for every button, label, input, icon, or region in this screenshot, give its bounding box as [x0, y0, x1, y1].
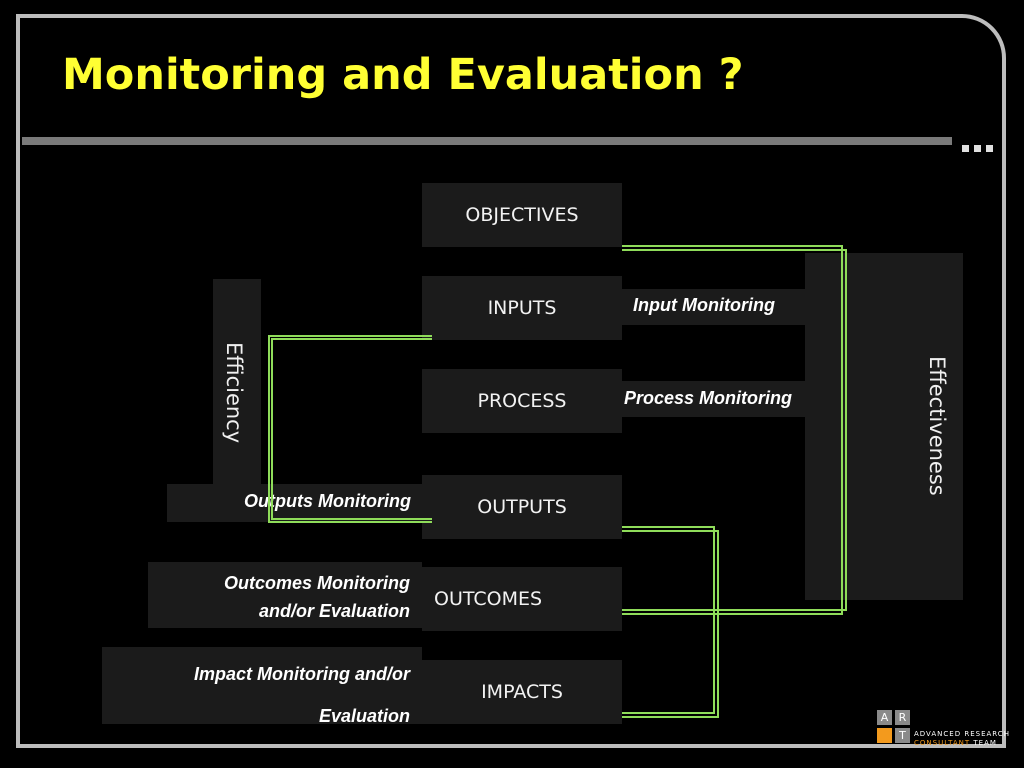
effectiveness-label: Effectiveness: [925, 356, 949, 496]
title-divider: [22, 137, 952, 145]
divider-dots: [962, 137, 998, 156]
logo-tile-a: A: [877, 710, 892, 725]
outcomes-monitoring-line2: and/or Evaluation: [258, 601, 410, 621]
effectiveness-connector: [622, 245, 843, 615]
impacts-box: IMPACTS: [422, 660, 622, 724]
effectiveness-bar: [805, 253, 963, 600]
logo-tile-orange: [877, 728, 892, 743]
outputs-monitoring-label: Outputs Monitoring: [167, 484, 423, 522]
logo-line2-rest: TEAM: [970, 739, 997, 747]
outcomes-monitoring-label: Outcomes Monitoring and/or Evaluation: [148, 562, 422, 628]
impact-monitoring-line2: Evaluation: [318, 706, 410, 726]
slide-frame: [16, 14, 1006, 748]
logo-line2: CONSULTANT TEAM: [914, 739, 1010, 748]
impact-monitoring-label: Impact Monitoring and/or Evaluation: [102, 647, 422, 726]
inputs-box: INPUTS: [422, 276, 622, 340]
logo-line1: ADVANCED RESEARCH: [914, 730, 1010, 738]
outputs-box: OUTPUTS: [422, 475, 622, 539]
outputs-impacts-connector: [622, 526, 715, 714]
input-monitoring-label: Input Monitoring: [622, 289, 818, 325]
objectives-box: OBJECTIVES: [422, 183, 622, 247]
process-box: PROCESS: [422, 369, 622, 433]
logo-text: ADVANCED RESEARCH CONSULTANT TEAM: [914, 730, 1010, 748]
slide-title: Monitoring and Evaluation ?: [62, 50, 744, 100]
efficiency-label: Efficiency: [222, 342, 246, 444]
logo-tile-t: T: [895, 728, 910, 743]
impact-monitoring-line1: Impact Monitoring and/or: [194, 664, 410, 684]
efficiency-connector: [268, 335, 432, 523]
logo-line2-highlight: CONSULTANT: [914, 739, 971, 747]
outcomes-monitoring-line1: Outcomes Monitoring: [224, 573, 410, 593]
outcomes-box: OUTCOMES: [422, 567, 622, 631]
logo-tile-r: R: [895, 710, 910, 725]
efficiency-bar: [213, 279, 261, 484]
process-monitoring-label: Process Monitoring: [618, 381, 840, 417]
